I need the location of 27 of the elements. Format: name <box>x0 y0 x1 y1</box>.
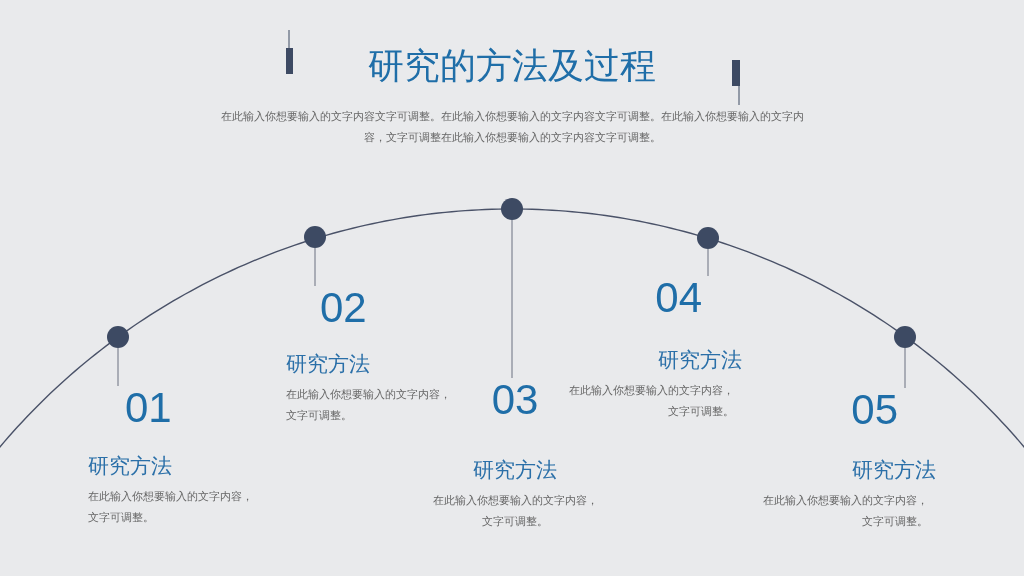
step-heading: 研究方法 <box>658 347 742 374</box>
connector-line <box>117 347 119 387</box>
step-description: 在此输入你想要输入的文字内容，文字可调整。 <box>431 493 599 530</box>
step-heading: 研究方法 <box>852 457 936 484</box>
step-heading: 研究方法 <box>473 457 557 484</box>
connector-line <box>314 247 316 287</box>
timeline-dot <box>107 326 129 348</box>
step-heading: 研究方法 <box>286 351 370 378</box>
timeline-dot <box>304 226 326 248</box>
intro-paragraph: 在此输入你想要输入的文字内容文字可调整。在此输入你想要输入的文字内容文字可调整。在此输入你想要输入的文字内容，文字可调整在此输入你想要输入的文字内容文字可调整。 <box>219 109 805 146</box>
connector-line <box>904 347 906 389</box>
step-number: 04 <box>655 276 702 320</box>
step-number: 05 <box>851 388 898 432</box>
timeline-dot <box>697 227 719 249</box>
step-description: 在此输入你想要输入的文字内容，文字可调整。 <box>762 493 928 530</box>
step-description: 在此输入你想要输入的文字内容，文字可调整。 <box>568 383 734 420</box>
step-description: 在此输入你想要输入的文字内容，文字可调整。 <box>88 489 254 526</box>
step-number: 02 <box>320 286 367 330</box>
step-description: 在此输入你想要输入的文字内容，文字可调整。 <box>286 387 452 424</box>
step-number: 01 <box>125 386 172 430</box>
timeline-dot <box>894 326 916 348</box>
timeline-dot <box>501 198 523 220</box>
title: 研究的方法及过程 <box>367 44 657 88</box>
connector-line <box>511 219 513 379</box>
step-heading: 研究方法 <box>88 453 172 480</box>
connector-line <box>707 248 709 277</box>
step-number: 03 <box>491 378 539 422</box>
